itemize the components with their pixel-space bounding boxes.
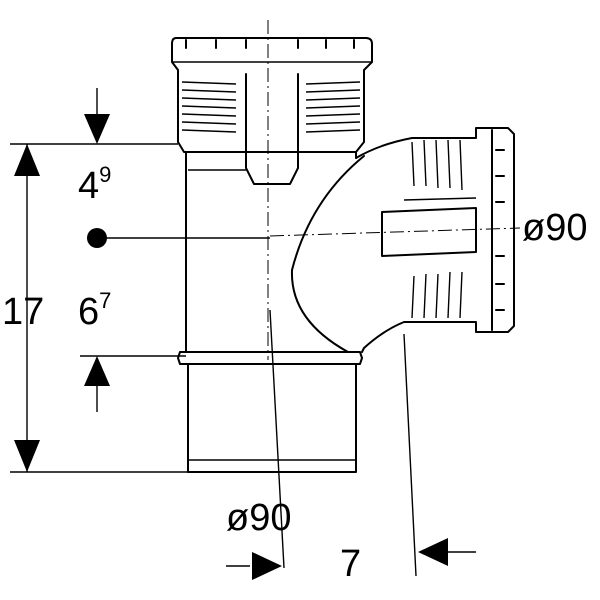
main-pipe xyxy=(171,37,373,473)
socket-ribs-right xyxy=(305,81,361,133)
branch-inner-sleeve xyxy=(381,207,477,257)
dimension-lower-part xyxy=(80,355,186,412)
leader-line-main xyxy=(269,309,285,569)
dimension-branch-offset xyxy=(403,333,476,577)
branch-outer-contour xyxy=(355,127,515,353)
branch-intersection-curve xyxy=(290,155,365,353)
arrow-right-icon xyxy=(252,552,282,580)
arrow-up-icon xyxy=(84,356,110,386)
branch-ribs-top xyxy=(411,139,463,191)
dimension-main-diameter xyxy=(226,309,285,580)
socket-rim-ticks xyxy=(185,39,355,49)
branch-offset-label: 7 xyxy=(340,543,361,585)
datum-point xyxy=(87,228,107,248)
upper-part-label: 49 xyxy=(78,162,111,207)
branch-centerline xyxy=(269,227,521,237)
lower-part-label: 67 xyxy=(78,288,111,333)
main-diameter-label: ø90 xyxy=(226,497,291,539)
branch-ring-ticks xyxy=(495,149,505,311)
branch-ribs-bottom xyxy=(411,271,463,319)
overall-height-label: 17 xyxy=(2,291,44,333)
leader-line-branch xyxy=(403,333,417,577)
branch-pipe xyxy=(290,127,515,353)
socket-inner-recess xyxy=(245,73,299,185)
top-socket xyxy=(171,37,373,153)
arrow-up-icon xyxy=(14,144,40,176)
arrow-left-icon xyxy=(418,538,448,566)
dimension-upper-part xyxy=(84,88,110,144)
arrow-down-icon xyxy=(84,114,110,144)
branch-diameter-label: ø90 xyxy=(522,207,587,249)
arrow-down-icon xyxy=(14,440,40,472)
socket-ribs-left xyxy=(181,81,237,133)
branch-sleeve-edge xyxy=(403,197,477,201)
dimension-overall-height xyxy=(10,143,188,473)
bottom-spigot xyxy=(187,363,357,473)
spigot-collar xyxy=(177,351,363,365)
